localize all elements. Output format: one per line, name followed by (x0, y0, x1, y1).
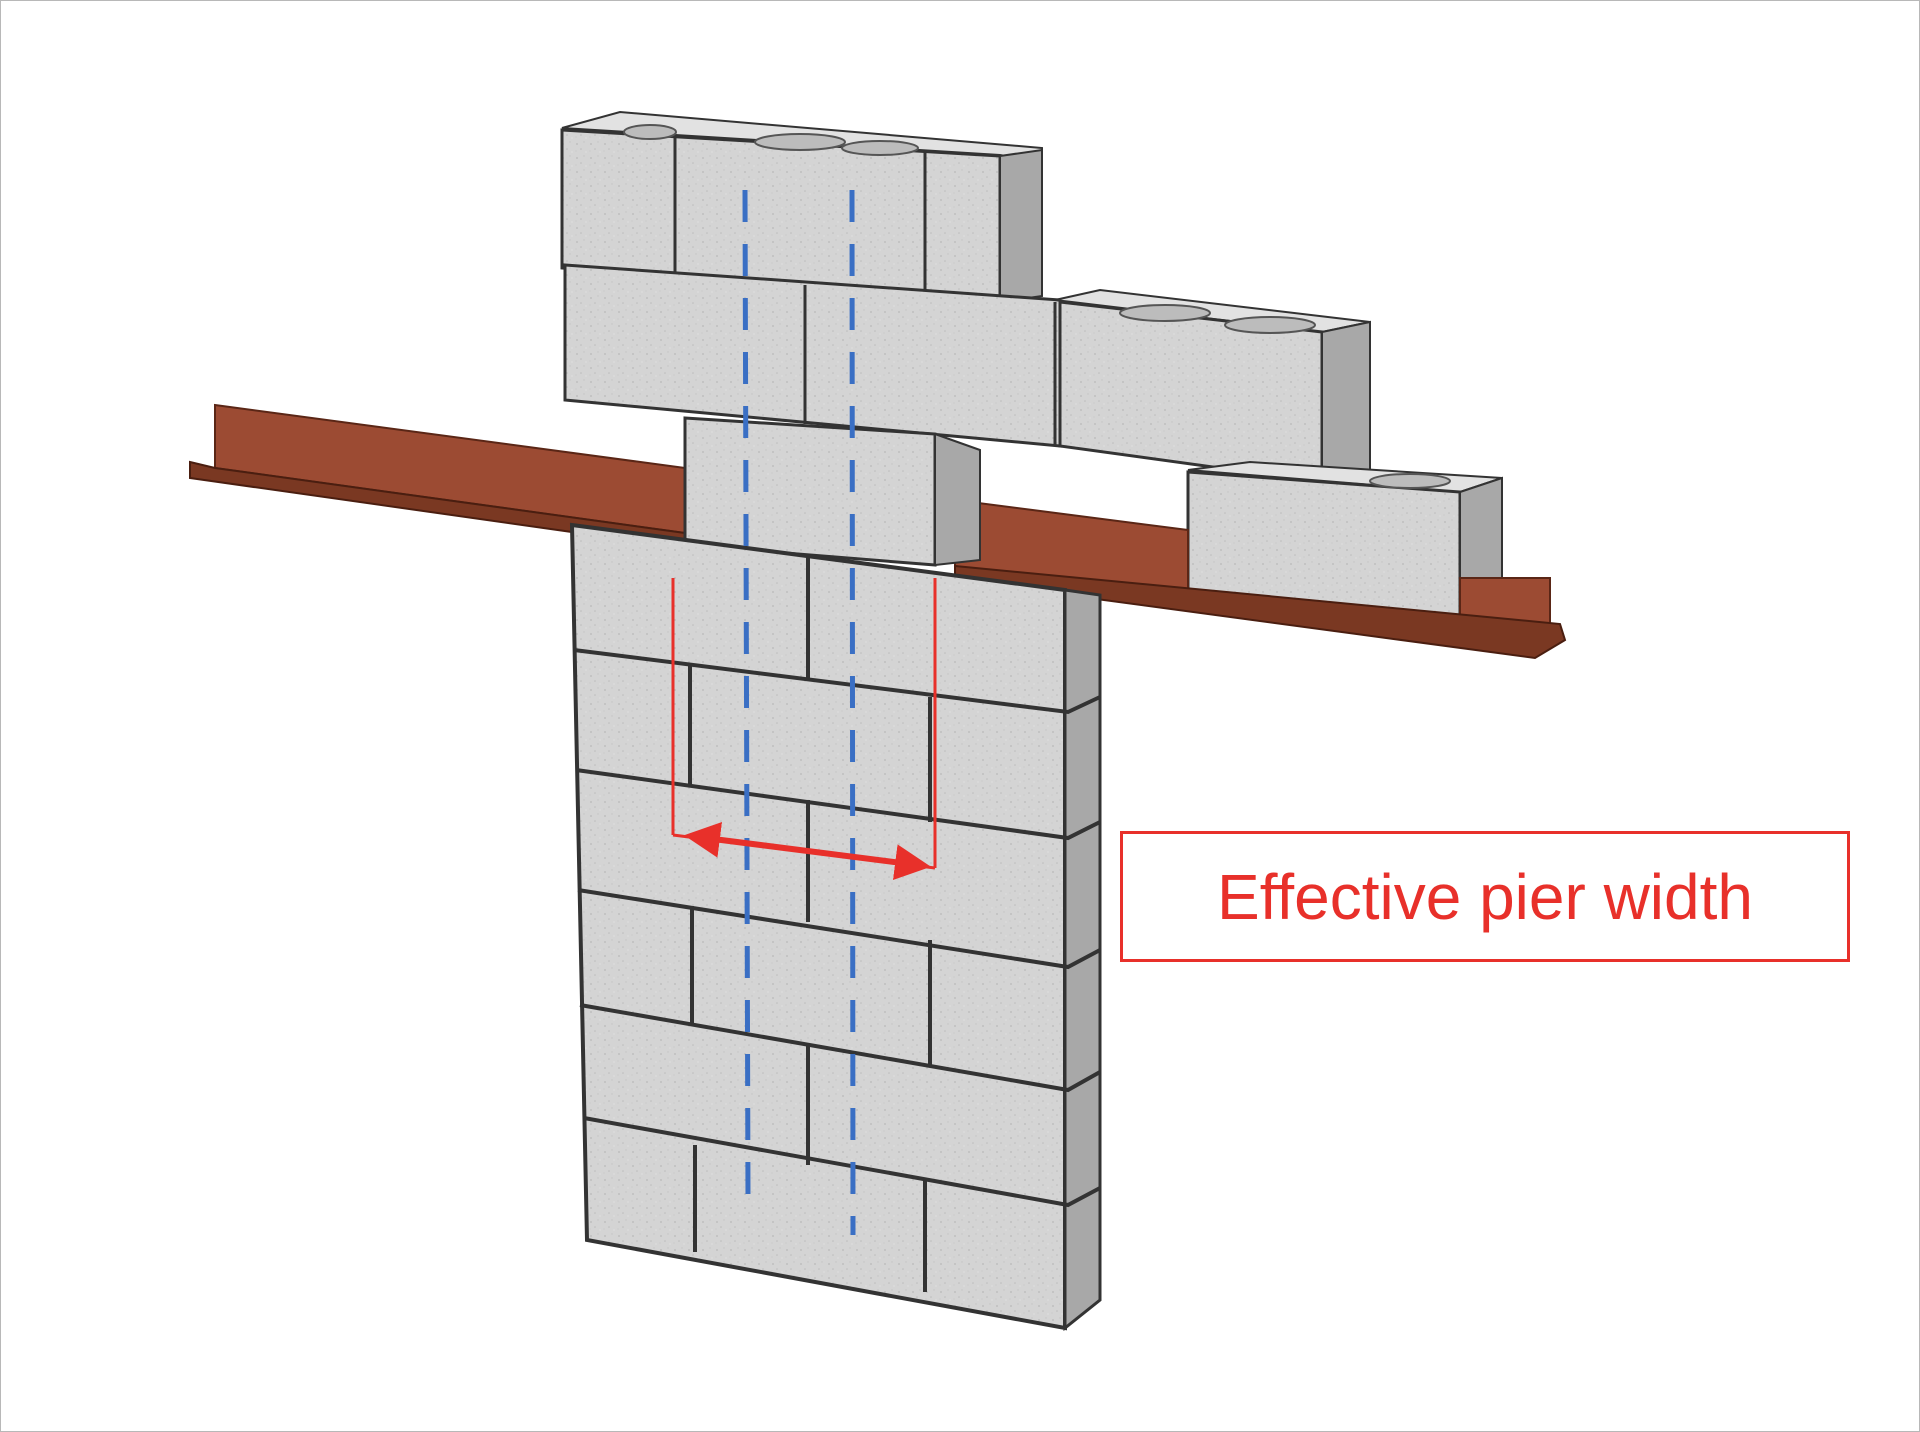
effective-width-dimension (671, 578, 937, 881)
effective-pier-width-label: Effective pier width (1120, 831, 1850, 962)
pier (569, 522, 1102, 1332)
rebar-centerlines (742, 189, 856, 1236)
steel-angle-left (189, 403, 686, 550)
label-text: Effective pier width (1217, 860, 1753, 933)
double-headed-arrow-icon (684, 821, 931, 881)
